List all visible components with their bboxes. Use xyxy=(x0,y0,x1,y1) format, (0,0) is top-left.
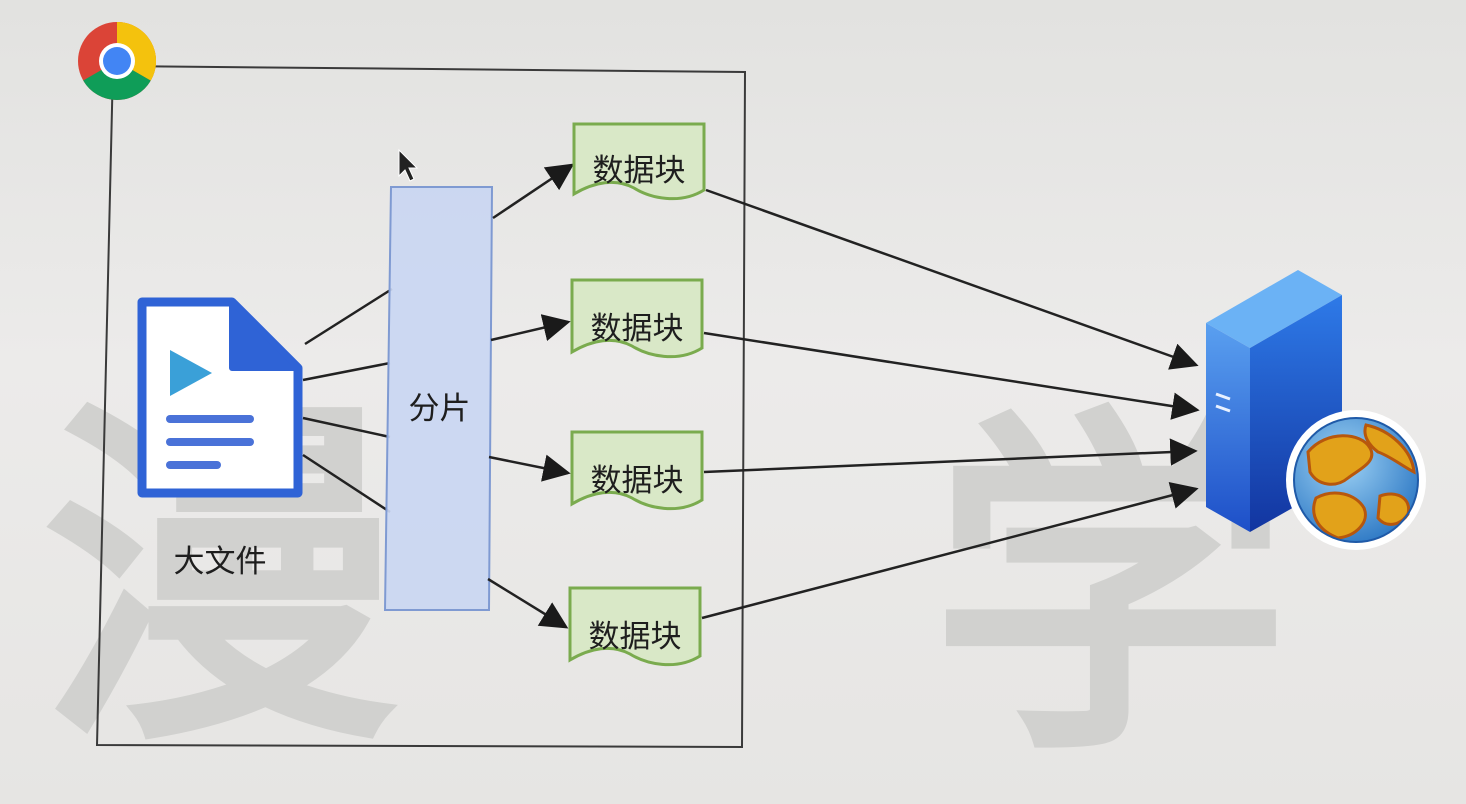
chunk-to-server-arrows xyxy=(701,188,1200,620)
globe-icon xyxy=(1286,410,1426,550)
chunk-label-1: 数据块 xyxy=(592,153,686,189)
chunk-label-3: 数据块 xyxy=(590,463,684,499)
chunk-box-2 xyxy=(570,278,704,359)
mouse-cursor-icon xyxy=(398,148,419,182)
slice-label: 分片 xyxy=(408,391,471,427)
source-file-label: 大文件 xyxy=(173,544,267,580)
slice-to-chunk-arrows xyxy=(487,163,575,629)
chunk-box-1 xyxy=(572,122,706,201)
slice-box xyxy=(383,186,494,611)
chunk-box-4 xyxy=(568,586,702,667)
chunk-box-3 xyxy=(570,430,704,511)
chunk-label-4: 数据块 xyxy=(588,619,682,655)
chrome-icon xyxy=(78,21,157,101)
chunk-shapes xyxy=(568,122,706,667)
browser-frame xyxy=(95,64,747,749)
chunk-label-2: 数据块 xyxy=(590,311,684,347)
file-icon xyxy=(137,297,303,498)
file-to-slice-lines xyxy=(302,287,393,514)
